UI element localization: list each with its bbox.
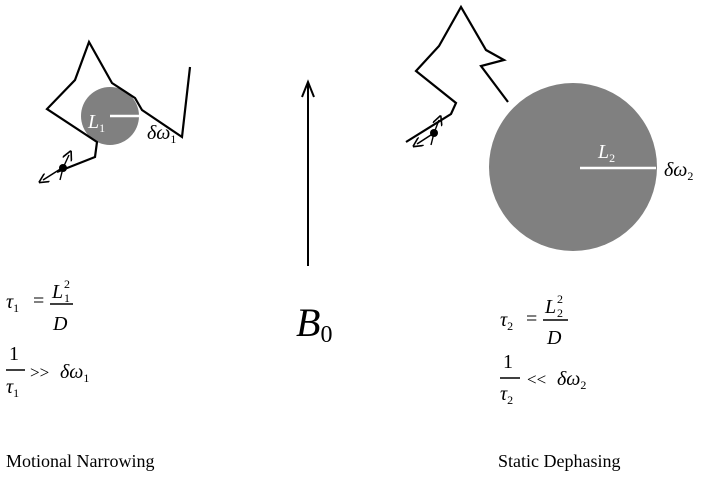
svg-text:1: 1: [64, 291, 70, 305]
svg-text:1: 1: [9, 343, 19, 365]
svg-text:τ1: τ1: [6, 291, 19, 315]
svg-text:2: 2: [64, 277, 70, 291]
static-dephasing-panel: L2 δω2 τ2 = L 2 2 D 1 τ2 << δω2: [405, 4, 693, 471]
svg-text:τ1: τ1: [6, 376, 19, 400]
svg-text:<<: <<: [527, 370, 546, 389]
spin-particle: [417, 120, 439, 145]
svg-text:δω2: δω2: [557, 368, 586, 392]
large-dephasing-region: [489, 83, 657, 251]
field-label: B0: [296, 300, 332, 348]
correlation-time-equation-1: τ1 = L 1 2 D: [6, 277, 73, 335]
motional-narrowing-panel: L1 δω1 τ1 = L 1 2 D 1 τ1 >> δω1: [6, 39, 192, 471]
correlation-time-equation-2: τ2 = L 2 2 D: [500, 292, 568, 349]
svg-text:=: =: [526, 308, 537, 330]
length-label-large: L2: [597, 141, 615, 165]
svg-text:L: L: [51, 281, 63, 303]
svg-text:>>: >>: [30, 363, 49, 382]
narrowing-condition: 1 τ1 >> δω1: [6, 343, 89, 400]
field-arrow-head: [301, 79, 315, 98]
magnetic-field: B0: [296, 79, 332, 348]
spin-particle: [43, 155, 69, 180]
svg-text:τ2: τ2: [500, 309, 513, 333]
svg-text:D: D: [546, 327, 562, 349]
static-dephasing-caption: Static Dephasing: [498, 451, 620, 471]
svg-text:=: =: [33, 290, 44, 312]
svg-text:L: L: [544, 296, 556, 318]
svg-text:2: 2: [557, 292, 563, 306]
static-condition: 1 τ2 << δω2: [500, 351, 586, 407]
svg-text:τ2: τ2: [500, 383, 513, 407]
frequency-label-large: δω2: [664, 159, 693, 183]
motional-narrowing-caption: Motional Narrowing: [6, 451, 154, 471]
length-label-small: L1: [87, 111, 105, 135]
random-walk-path-small: [45, 39, 192, 174]
svg-text:δω1: δω1: [60, 361, 89, 385]
svg-text:2: 2: [557, 306, 563, 320]
random-walk-path-large: [405, 4, 509, 143]
frequency-label-small: δω1: [147, 122, 176, 146]
svg-text:1: 1: [503, 351, 513, 373]
svg-text:D: D: [52, 313, 68, 335]
